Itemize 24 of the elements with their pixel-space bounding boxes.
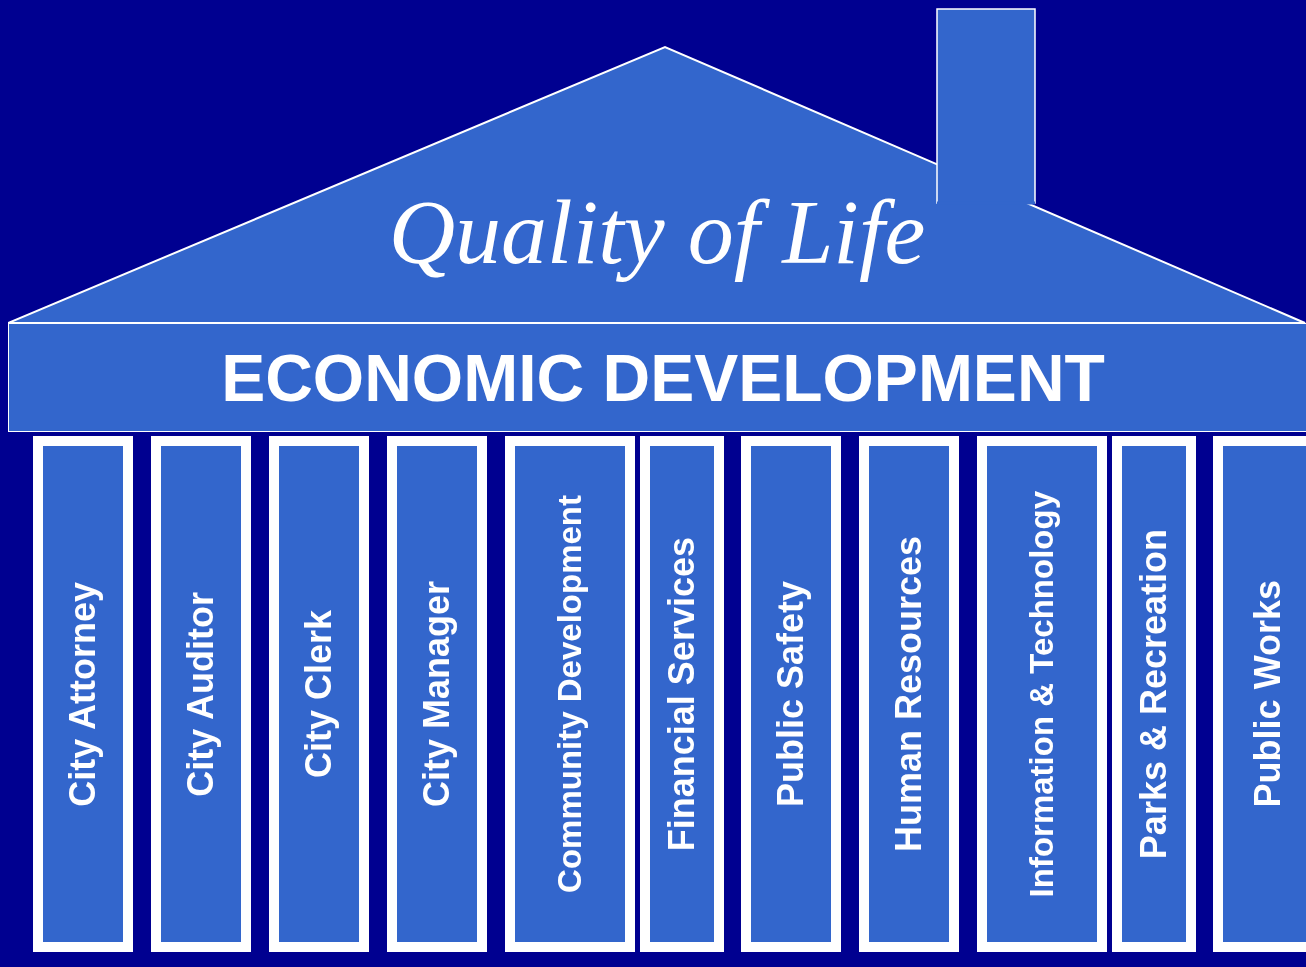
pillar-label: Human Resources — [888, 535, 930, 853]
pillar-label: City Clerk — [298, 609, 340, 779]
pillar-label: City Manager — [416, 580, 458, 808]
pillar-label: City Attorney — [62, 581, 104, 807]
pillar-column — [859, 436, 959, 952]
beam-label: ECONOMIC DEVELOPMENT — [221, 339, 1105, 416]
pillar-column — [33, 436, 133, 952]
pillar-label: Parks & Recreation — [1133, 528, 1175, 860]
pillar-column — [640, 436, 724, 952]
pillar-label: Public Works — [1247, 580, 1289, 808]
pillar-column — [1112, 436, 1196, 952]
pillar-column — [1213, 436, 1306, 952]
pillar-column — [741, 436, 841, 952]
beam-band — [8, 323, 1306, 432]
pillar-label: Public Safety — [770, 580, 812, 808]
pillar-label: Financial Services — [661, 536, 703, 852]
pillar-column — [151, 436, 251, 952]
pillar-column — [387, 436, 487, 952]
pillar-column — [269, 436, 369, 952]
pillar-column — [505, 436, 635, 952]
pillar-label: Information & Technology — [1023, 490, 1061, 898]
pillar-column — [977, 436, 1107, 952]
pillar-label: Community Development — [551, 495, 589, 893]
pillar-label: City Auditor — [180, 591, 222, 797]
